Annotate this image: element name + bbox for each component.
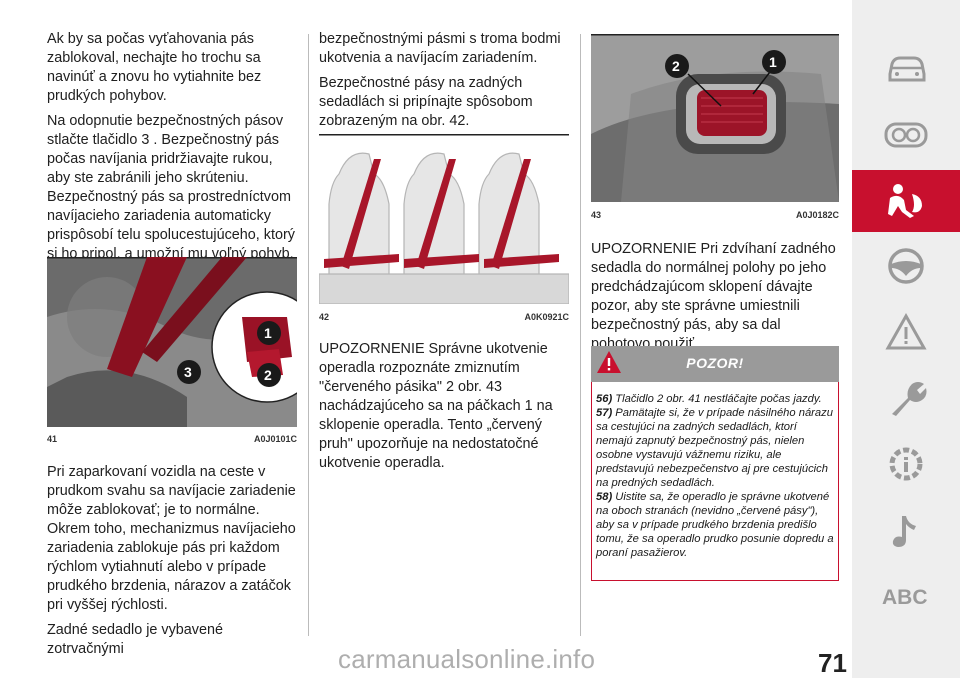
figure-41-image: 1 2 3	[47, 257, 297, 427]
figure-number: 42	[319, 312, 330, 322]
figure-43: 2 1 43 A0J0182C	[591, 34, 839, 224]
figure-number: 41	[47, 434, 58, 444]
figure-41: 1 2 3 41 A0J0101C	[47, 257, 297, 447]
paragraph: UPOZORNENIE Pri zdvíhaní zadného sedadla…	[591, 241, 836, 352]
warning-item: 56) Tlačidlo 2 obr. 41 nestláčajte počas…	[596, 392, 834, 406]
paragraph: Na odopnutie bezpečnostných pásov stlačt…	[47, 113, 295, 262]
figure-43-image: 2 1	[591, 34, 839, 202]
sidebar-item-dashboard[interactable]	[852, 104, 960, 166]
column-1: Ak by sa počas vyťahovania pás zablokova…	[47, 30, 297, 270]
warning-triangle-icon	[597, 351, 621, 373]
figure-code: A0J0182C	[795, 210, 839, 220]
sidebar-item-steering[interactable]	[852, 236, 960, 298]
warning-item: 58) Uistite sa, že operadlo je správne u…	[596, 490, 834, 560]
sidebar-item-safety[interactable]	[852, 170, 960, 232]
column-divider	[580, 34, 581, 636]
sidebar-item-index[interactable]: ABC	[852, 566, 960, 628]
sidebar-item-multimedia[interactable]	[852, 500, 960, 562]
paragraph: UPOZORNENIE Správne ukotvenie operadla r…	[319, 341, 553, 471]
warning-header: POZOR!	[591, 346, 839, 382]
sidebar-item-car[interactable]	[852, 38, 960, 100]
warning-item-number: 57)	[596, 407, 613, 419]
paragraph: Ak by sa počas vyťahovania pás zablokova…	[47, 31, 262, 104]
column-2-continued: UPOZORNENIE Správne ukotvenie operadla r…	[319, 340, 569, 479]
chapter-sidebar: ABC	[852, 0, 960, 678]
warning-body: 56) Tlačidlo 2 obr. 41 nestláčajte počas…	[591, 382, 839, 581]
sidebar-item-warnings[interactable]	[852, 302, 960, 364]
callout-3: 3	[184, 364, 192, 380]
figure-42: 42 A0K0921C	[319, 134, 569, 324]
abc-icon: ABC	[882, 586, 928, 609]
paragraph: Zadné sedadlo je vybavené zotrvačnými	[47, 622, 224, 657]
wrench-icon	[892, 382, 927, 416]
warning-item-text: Tlačidlo 2 obr. 41 nestláčajte počas jaz…	[615, 393, 822, 405]
column-divider	[308, 34, 309, 636]
dashboard-gauges-icon	[884, 122, 928, 148]
warning-item-text: Pamätajte si, že v prípade násilného nár…	[596, 407, 833, 489]
music-note-icon	[892, 516, 916, 547]
sidebar-item-technical[interactable]	[852, 434, 960, 496]
paragraph: Bezpečnostné pásy na zadných sedadlách s…	[319, 75, 533, 129]
warning-item-number: 58)	[596, 491, 613, 503]
watermark: carmanualsonline.info	[338, 644, 596, 674]
warning-triangle-icon	[885, 312, 927, 350]
page-number: 71	[818, 648, 847, 678]
figure-code: A0K0921C	[524, 312, 569, 322]
warning-title: POZOR!	[686, 355, 744, 371]
column-1-continued: Pri zaparkovaní vozidla na ceste v prudk…	[47, 463, 297, 665]
warning-item-number: 56)	[596, 393, 613, 405]
column-2: bezpečnostnými pásmi s troma bodmi ukotv…	[319, 30, 569, 137]
figure-code: A0J0101C	[253, 434, 297, 444]
sidebar-item-maintenance[interactable]	[852, 368, 960, 430]
figure-42-image	[319, 134, 569, 304]
callout-1: 1	[264, 325, 272, 341]
warning-item-text: Uistite sa, že operadlo je správne ukotv…	[596, 491, 834, 559]
column-3-text: UPOZORNENIE Pri zdvíhaní zadného sedadla…	[591, 240, 839, 360]
callout-1: 1	[769, 54, 777, 70]
paragraph: Pri zaparkovaní vozidla na ceste v prudk…	[47, 464, 296, 613]
callout-2: 2	[672, 58, 680, 74]
warning-item: 57) Pamätajte si, že v prípade násilného…	[596, 406, 834, 490]
steering-wheel-icon	[888, 248, 924, 284]
callout-2: 2	[264, 367, 272, 383]
warning-box: POZOR! 56) Tlačidlo 2 obr. 41 nestláčajt…	[591, 346, 839, 586]
gear-info-icon	[889, 447, 923, 481]
figure-number: 43	[591, 210, 602, 220]
paragraph: bezpečnostnými pásmi s troma bodmi ukotv…	[319, 31, 561, 66]
car-icon	[888, 56, 926, 82]
seatbelt-airbag-icon	[888, 184, 922, 218]
